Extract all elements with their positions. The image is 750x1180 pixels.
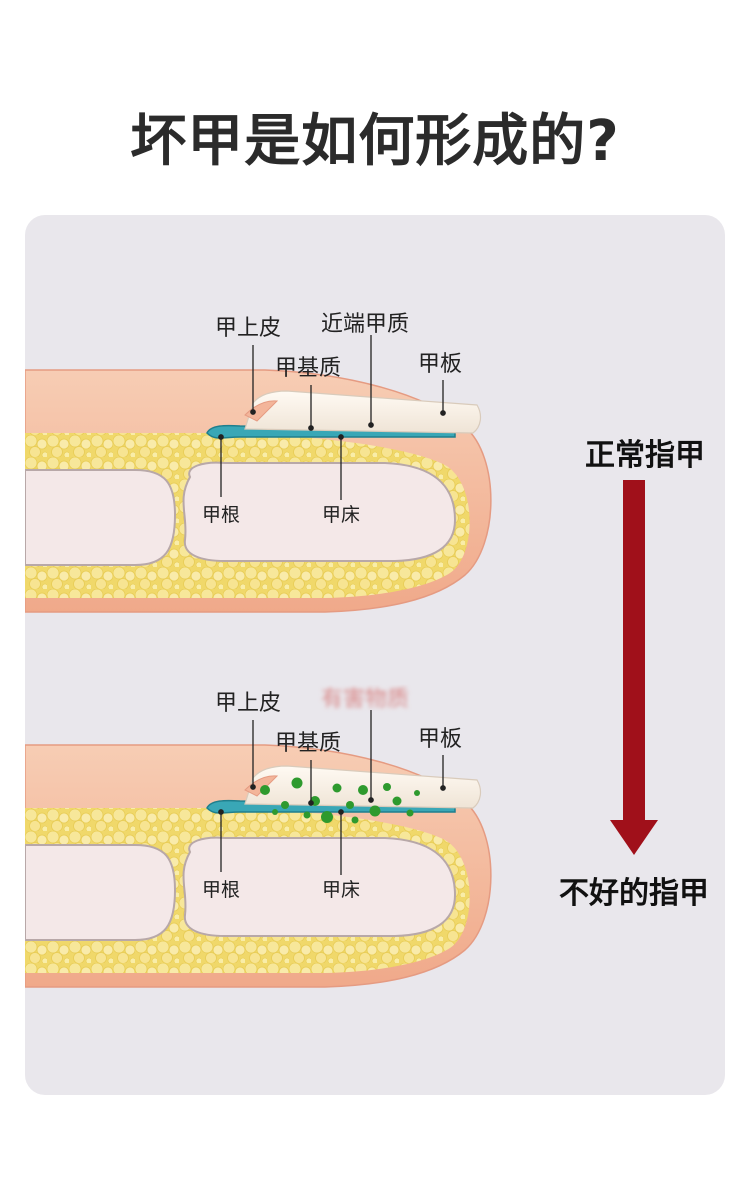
label-bad-nail: 不好的指甲 [559, 876, 709, 911]
bottom-leader-lines [218, 710, 446, 875]
page-title: 坏甲是如何形成的? [130, 109, 620, 174]
label-eponychium: 甲上皮 [215, 316, 281, 341]
label-nail-plate: 甲板 [418, 352, 462, 377]
label-nail-plate-2: 甲板 [418, 727, 462, 752]
nail-diagram: 甲上皮 近端甲质 甲基质 甲板 甲根 甲床 [25, 312, 709, 988]
normal-finger [25, 369, 492, 613]
bad-finger [25, 744, 492, 988]
diagram-panel: 甲上皮 近端甲质 甲基质 甲板 甲根 甲床 [25, 215, 725, 1095]
label-nail-bed-2: 甲床 [322, 879, 360, 901]
label-proximal-matrix: 近端甲质 [321, 312, 409, 337]
label-nail-root-2: 甲根 [202, 879, 240, 901]
label-nail-matrix-2: 甲基质 [275, 731, 341, 756]
label-normal-nail: 正常指甲 [585, 438, 705, 473]
top-leader-lines [218, 335, 446, 500]
transition-arrow [610, 480, 658, 855]
label-nail-root: 甲根 [202, 504, 240, 526]
label-eponychium-2: 甲上皮 [215, 691, 281, 716]
label-nail-bed: 甲床 [322, 504, 360, 526]
label-nail-matrix: 甲基质 [275, 356, 341, 381]
label-blurred: 有害物质 [321, 687, 409, 712]
